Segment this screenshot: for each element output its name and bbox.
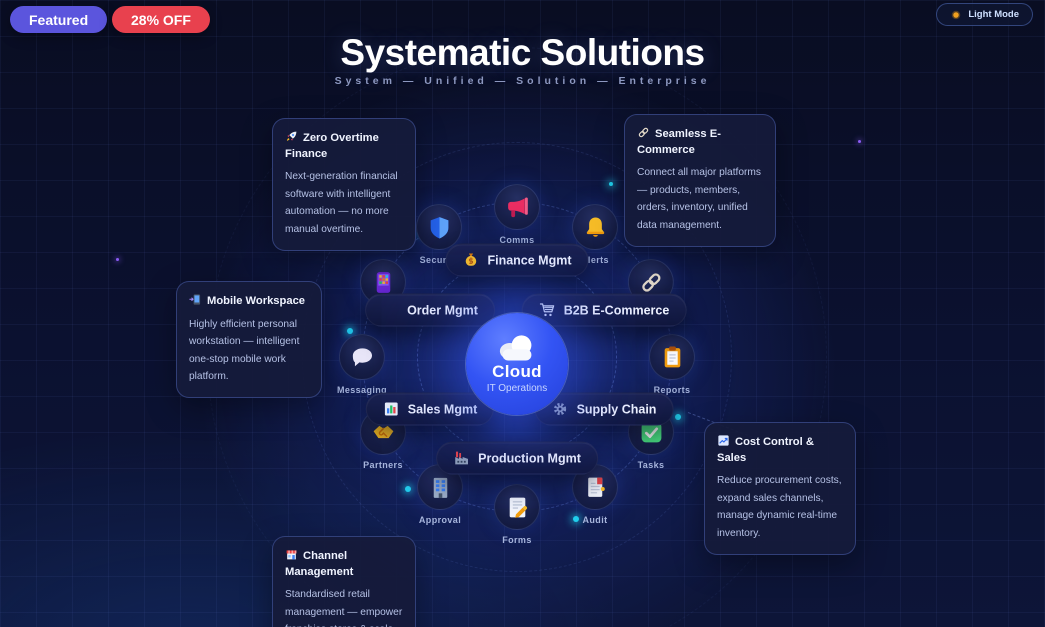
particle-dot (609, 182, 613, 186)
module-pill-label: Finance Mgmt (487, 253, 572, 267)
orbit-node-icon (583, 475, 608, 500)
module-pill-icon (539, 302, 556, 319)
card-mobile-workspace: Mobile Workspace Highly efficient person… (176, 281, 322, 398)
store-icon (285, 548, 298, 561)
hub-title: Cloud (492, 362, 542, 381)
orbit-node-icon (427, 215, 452, 240)
page-subtitle: System — Unified — Solution — Enterprise (334, 75, 711, 87)
card-body: Next-generation financial software with … (285, 171, 398, 235)
card-title: Seamless E-Commerce (637, 126, 721, 156)
orbit-node-label: Audit (582, 515, 608, 525)
light-mode-toggle[interactable]: Light Mode (936, 3, 1033, 26)
module-pill-order-mgmt[interactable]: Order Mgmt (365, 293, 495, 327)
module-pill-production-mgmt[interactable]: Production Mgmt (436, 441, 598, 475)
orbit-node-label: Security (419, 255, 459, 265)
particle-dot (347, 328, 353, 334)
orbit-node-label: Messaging (336, 385, 388, 395)
orbit-node-label: Reports (653, 385, 691, 395)
rocket-icon (285, 130, 298, 143)
chart-up-icon (717, 434, 730, 447)
cloud-icon (495, 334, 539, 361)
featured-badge: Featured (10, 6, 108, 33)
orbit-node-comms[interactable]: Comms (494, 184, 540, 245)
page-title: Systematic Solutions (340, 32, 705, 73)
orbit-node-circle (494, 184, 540, 230)
card-zero-overtime-finance: Zero Overtime Finance Next-generation fi… (272, 118, 416, 251)
orbit-node-icon (371, 270, 396, 295)
card-title: Cost Control & Sales (717, 434, 814, 464)
cloud-hub[interactable]: Cloud IT Operations (466, 313, 568, 415)
hub-subtitle: IT Operations (486, 383, 548, 394)
orbit-node-circle (339, 334, 385, 380)
orbit-node-label: Alerts (581, 255, 609, 265)
module-pill-icon (383, 401, 400, 418)
orbit-node-reports[interactable]: Reports (649, 334, 695, 395)
card-body: Reduce procurement costs, expand sales c… (717, 475, 842, 539)
orbit-node-circle (416, 204, 462, 250)
card-body: Standardised retail management — empower… (285, 589, 403, 627)
orbit-node-circle (494, 484, 540, 530)
orbit-node-forms[interactable]: Forms (494, 484, 540, 545)
module-pill-label: Production Mgmt (478, 451, 581, 465)
module-pill-b2b-e-commerce[interactable]: B2B E-Commerce (521, 293, 687, 327)
module-pill-label: Supply Chain (576, 402, 657, 416)
particle-dot (116, 258, 119, 261)
card-cost-control-sales: Cost Control & Sales Reduce procurement … (704, 422, 856, 555)
card-title: Mobile Workspace (189, 293, 309, 310)
module-pill-supply-chain[interactable]: Supply Chain (534, 392, 674, 426)
card-title: Channel Management (285, 548, 354, 578)
particle-dot (858, 140, 861, 143)
orbit-node-label: Comms (499, 235, 535, 245)
module-pill-finance-mgmt[interactable]: Finance Mgmt (445, 243, 589, 277)
module-pill-label: Sales Mgmt (407, 402, 478, 416)
orbit-node-label: Approval (418, 515, 462, 525)
light-mode-label: Light Mode (968, 9, 1019, 20)
module-pill-icon (382, 302, 399, 319)
particle-dot (573, 516, 579, 522)
discount-badge: 28% OFF (112, 6, 210, 33)
link-icon (637, 126, 650, 139)
orbit-node-circle (649, 334, 695, 380)
card-channel-management: Channel Management Standardised retail m… (272, 536, 416, 627)
orbit-node-label: Tasks (637, 460, 665, 470)
module-pill-label: Order Mgmt (407, 303, 478, 317)
module-pill-icon (552, 401, 569, 418)
orbit-node-security[interactable]: Security (416, 204, 462, 265)
orbit-node-alerts[interactable]: Alerts (572, 204, 618, 265)
particle-dot (675, 414, 681, 420)
card-body: Connect all major platforms — products, … (637, 167, 761, 231)
module-pill-label: B2B E-Commerce (563, 303, 670, 317)
sun-icon (950, 9, 962, 21)
orbit-node-messaging[interactable]: Messaging (337, 334, 387, 395)
orbit-node-icon (505, 195, 530, 220)
orbit-node-icon (505, 495, 530, 520)
orbit-node-icon (639, 270, 664, 295)
orbit-node-icon (428, 475, 453, 500)
mobile-arrow-icon (189, 293, 202, 306)
orbit-node-icon (660, 345, 685, 370)
card-seamless-e-commerce: Seamless E-Commerce Connect all major pl… (624, 114, 776, 247)
card-title: Zero Overtime Finance (285, 130, 379, 160)
orbit-node-icon (350, 345, 375, 370)
orbit-node-label: Forms (502, 535, 532, 545)
module-pill-icon (462, 252, 479, 269)
module-pill-sales-mgmt[interactable]: Sales Mgmt (365, 392, 495, 426)
orbit-node-label: Partners (363, 460, 403, 470)
particle-dot (405, 486, 411, 492)
orbit-node-icon (583, 215, 608, 240)
orbit-node-circle (572, 204, 618, 250)
module-pill-icon (453, 450, 470, 467)
card-body: Highly efficient personal workstation — … (189, 318, 300, 383)
